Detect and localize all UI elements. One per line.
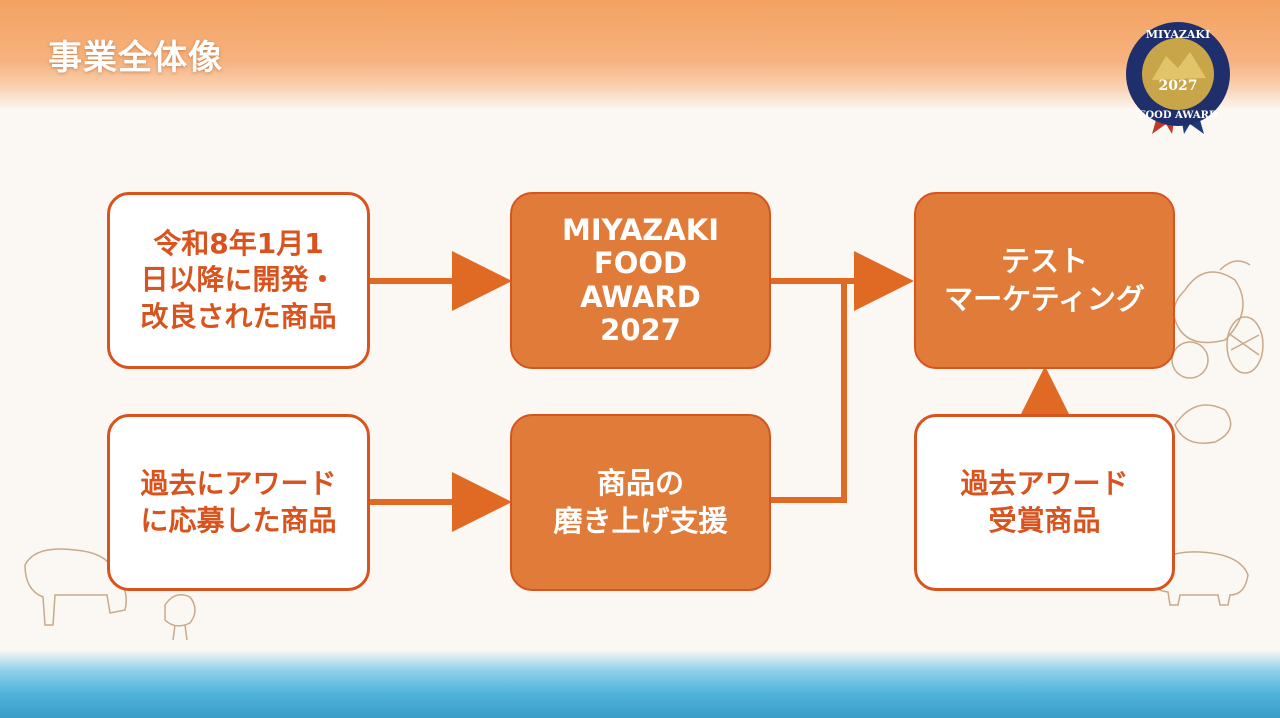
award-emblem-logo: MIYAZAKI 2027 FOOD AWARD xyxy=(1126,22,1230,134)
new-products-label: 令和8年1月1 日以降に開発・ 改良された商品 xyxy=(140,226,337,333)
polish-support-label: 商品の 磨き上げ支援 xyxy=(553,465,728,538)
test-marketing-box: テスト マーケティング xyxy=(914,192,1175,369)
emblem-bottom-text: FOOD AWARD xyxy=(1138,110,1218,121)
emblem-top-text: MIYAZAKI xyxy=(1146,28,1210,41)
past-winners-box: 過去アワード 受賞商品 xyxy=(914,414,1175,591)
page-title: 事業全体像 xyxy=(48,38,223,78)
pig-sketch-decoration xyxy=(1149,551,1249,606)
award-box: MIYAZAKI FOOD AWARD 2027 xyxy=(510,192,771,369)
past-winners-label: 過去アワード 受賞商品 xyxy=(960,467,1129,537)
emblem-year: 2027 xyxy=(1159,78,1198,94)
header-band xyxy=(0,0,1280,110)
test-marketing-label: テスト マーケティング xyxy=(944,243,1145,316)
new-products-box: 令和8年1月1 日以降に開発・ 改良された商品 xyxy=(107,192,370,369)
polish-support-box: 商品の 磨き上げ支援 xyxy=(510,414,771,591)
merge-connector xyxy=(771,278,847,503)
water-band xyxy=(0,650,1280,718)
past-applicants-box: 過去にアワード に応募した商品 xyxy=(107,414,370,591)
award-label: MIYAZAKI FOOD AWARD 2027 xyxy=(561,212,720,347)
past-applicants-label: 過去にアワード に応募した商品 xyxy=(140,467,337,537)
